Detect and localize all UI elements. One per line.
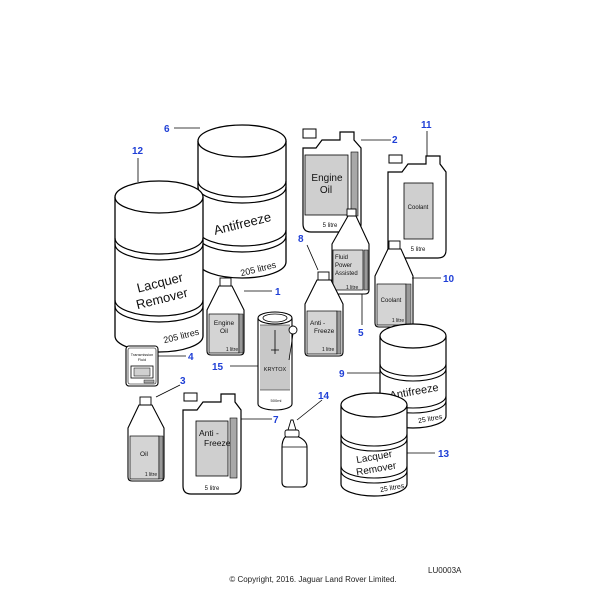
squeeze-bottle [281, 419, 308, 488]
figure-id: LU0003A [428, 566, 462, 575]
power-steering-line2: Power [335, 263, 352, 269]
engine-oil-can-volume: 5 litre [323, 223, 338, 229]
callout-11: 11 [421, 120, 432, 131]
engine-oil-bottle: Engine Oil 1 litre [206, 277, 245, 356]
transmission-fluid-container: Transmission Fluid [125, 345, 159, 387]
engine-oil-bottle-volume: 1 litre [226, 347, 238, 353]
leader-lines [137, 127, 441, 454]
krytox-name: KRYTOX [264, 367, 287, 373]
transmission-fluid-line1: Transmission [131, 353, 153, 357]
antifreeze-can-volume: 5 litre [205, 486, 220, 492]
lacquer-tub-volume: 25 litres [380, 483, 406, 494]
coolant-can: Coolant 5 litre [387, 154, 447, 259]
krytox-tin: KRYTOX 500ml [257, 311, 298, 411]
antifreeze-can-line2: Freeze [204, 438, 231, 448]
callout-9: 9 [339, 369, 345, 380]
power-steering-line3: Assisted [335, 271, 358, 277]
copyright-notice: © Copyright, 2016. Jaguar Land Rover Lim… [229, 575, 397, 584]
antifreeze-bottle-line2: Freeze [314, 328, 335, 335]
power-steering-volume: 1 litre [346, 285, 358, 291]
oil-bottle-name: Oil [140, 451, 149, 458]
transmission-fluid-line2: Fluid [138, 358, 146, 362]
power-steering-fluid-bottle: Fluid Power Assisted 1 litre [331, 208, 370, 295]
callout-4: 4 [188, 352, 194, 363]
engine-oil-bottle-line2: Oil [220, 328, 229, 335]
callout-14: 14 [318, 391, 330, 402]
callout-1: 1 [275, 287, 281, 298]
krytox-volume: 500ml [271, 398, 282, 403]
coolant-can-name: Coolant [408, 205, 429, 211]
callout-5: 5 [358, 328, 364, 339]
oil-bottle-volume: 1 litre [145, 472, 157, 478]
engine-oil-can: Engine Oil 5 litre [302, 128, 362, 233]
callout-12: 12 [132, 146, 144, 157]
callout-15: 15 [212, 362, 224, 373]
power-steering-line1: Fluid [335, 255, 348, 261]
antifreeze-bottle: Anti - Freeze 1 litre [304, 271, 344, 357]
coolant-bottle-volume: 1 litre [392, 318, 404, 324]
callout-6: 6 [164, 124, 170, 135]
oil-bottle: Oil 1 litre [127, 396, 165, 482]
antifreeze-bottle-line1: Anti - [310, 320, 325, 327]
callout-7: 7 [273, 415, 279, 426]
coolant-bottle-name: Coolant [381, 298, 402, 304]
engine-oil-can-line1: Engine [311, 173, 343, 184]
callout-13: 13 [438, 449, 450, 460]
callouts: 6 2 11 12 8 10 1 5 4 15 9 3 14 7 13 [132, 120, 455, 460]
engine-oil-bottle-line1: Engine [214, 320, 235, 327]
antifreeze-tub-volume: 25 litres [418, 414, 444, 425]
antifreeze-bottle-volume: 1 litre [322, 347, 334, 353]
antifreeze-drum: Antifreeze 205 litres [197, 124, 287, 279]
antifreeze-can-line1: Anti - [199, 428, 219, 438]
lacquer-remover-drum: Lacquer Remover 205 litres [114, 180, 204, 353]
coolant-bottle: Coolant 1 litre [374, 240, 414, 328]
callout-10: 10 [443, 274, 455, 285]
callout-8: 8 [298, 234, 304, 245]
coolant-can-volume: 5 litre [411, 247, 426, 253]
callout-2: 2 [392, 135, 398, 146]
lacquer-remover-tub: Lacquer Remover 25 litres [340, 392, 408, 497]
antifreeze-can: Anti - Freeze 5 litre [182, 392, 242, 495]
engine-oil-can-line2: Oil [320, 185, 332, 196]
callout-3: 3 [180, 376, 186, 387]
